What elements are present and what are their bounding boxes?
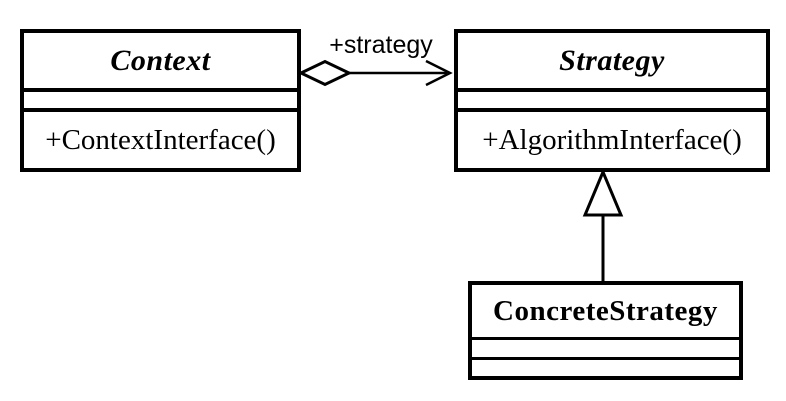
attributes-compartment-concrete-strategy xyxy=(472,337,739,357)
class-name-strategy: Strategy xyxy=(559,43,665,77)
association-role-label: +strategy xyxy=(329,31,433,59)
methods-compartment-strategy: +AlgorithmInterface() xyxy=(458,108,766,168)
open-arrowhead-icon xyxy=(425,59,453,87)
attributes-compartment-strategy xyxy=(458,88,766,108)
method-context-interface: +ContextInterface() xyxy=(45,123,276,156)
class-box-context: Context +ContextInterface() xyxy=(20,29,301,172)
aggregation-diamond-icon xyxy=(297,59,353,87)
attributes-compartment-context xyxy=(24,88,297,108)
class-box-strategy: Strategy +AlgorithmInterface() xyxy=(454,29,770,172)
methods-compartment-context: +ContextInterface() xyxy=(24,108,297,168)
method-algorithm-interface: +AlgorithmInterface() xyxy=(482,123,742,156)
class-name-context: Context xyxy=(110,43,211,77)
methods-compartment-concrete-strategy xyxy=(472,357,739,376)
class-name-concrete-strategy: ConcreteStrategy xyxy=(493,294,718,327)
class-box-concrete-strategy: ConcreteStrategy xyxy=(468,281,743,380)
generalization-triangle-icon xyxy=(582,168,624,217)
